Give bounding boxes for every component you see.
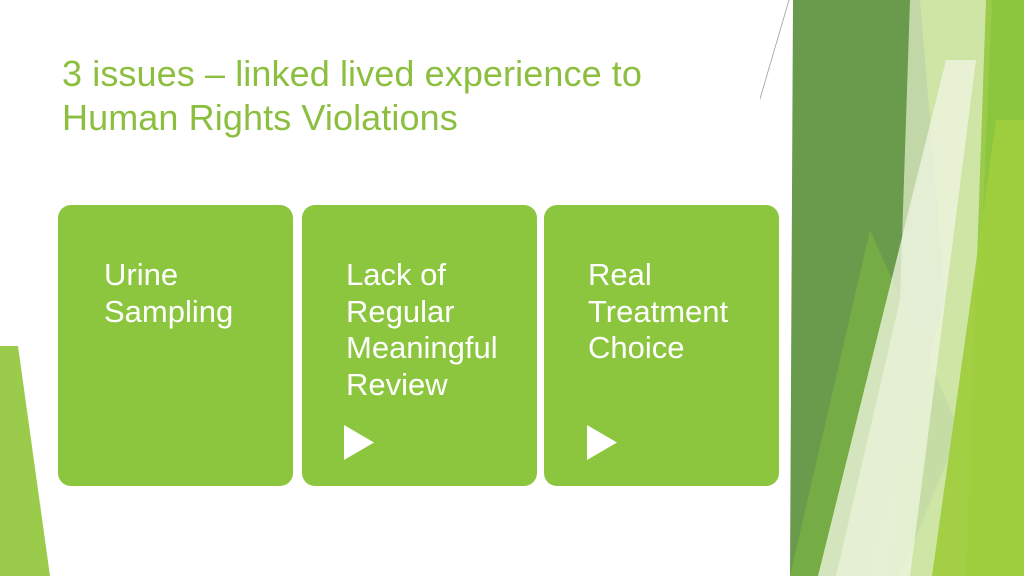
- process-step-3-label: Real Treatment Choice: [588, 257, 729, 366]
- decor-shape-light-band: [888, 0, 992, 576]
- decor-shape-paler-sliver: [818, 60, 976, 576]
- decor-shape-bright-foreground: [932, 120, 1024, 576]
- process-step-1-label: Urine Sampling: [104, 257, 234, 329]
- decor-shape-bright-right: [956, 0, 1024, 576]
- page-title: 3 issues – linked lived experience to Hu…: [62, 53, 643, 138]
- process-step-3[interactable]: Real Treatment Choice: [544, 205, 779, 486]
- process-step-2[interactable]: Lack of Regular Meaningful Review: [302, 205, 537, 486]
- process-step-1[interactable]: Urine Sampling: [58, 205, 293, 486]
- decor-shape-dark-wedge: [790, 0, 945, 576]
- decor-shape-mid-wedge: [790, 230, 960, 576]
- decor-corner-wedge: [0, 346, 50, 576]
- decor-shape-pale-sheet: [836, 0, 986, 576]
- facet-decoration-right: [619, 0, 1024, 576]
- facet-decoration-svg: [619, 0, 1024, 576]
- process-step-2-label: Lack of Regular Meaningful Review: [346, 257, 498, 402]
